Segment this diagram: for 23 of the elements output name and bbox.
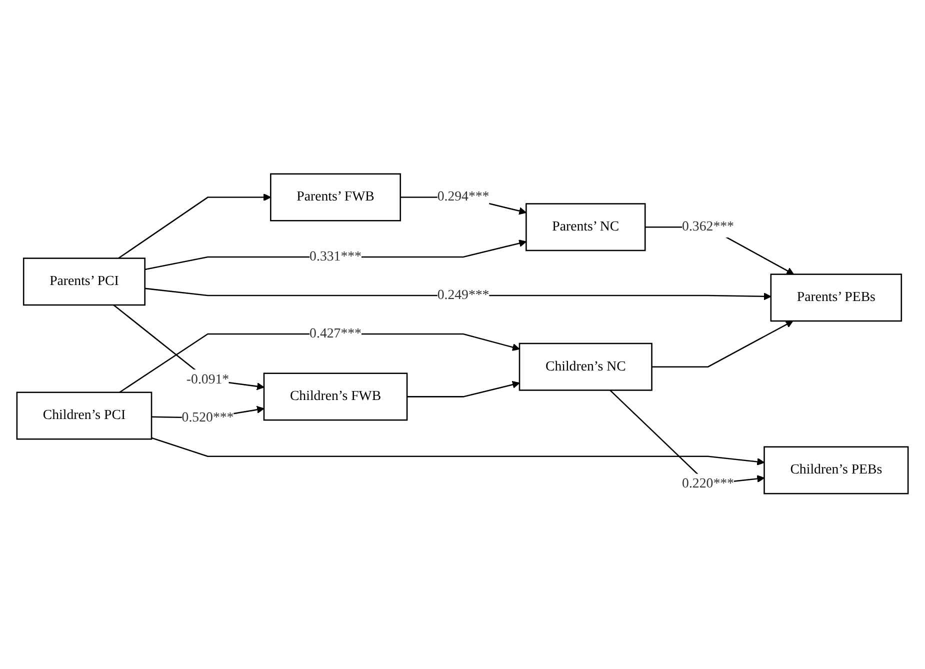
arrow <box>118 194 271 260</box>
edge-label: 0.294*** <box>437 190 490 205</box>
arrow <box>144 240 527 270</box>
edge-label: 0.520*** <box>182 410 234 426</box>
arrow <box>151 438 765 466</box>
node-box: Parents’ PEBs <box>770 274 902 322</box>
node-box: Children’s NC <box>518 343 652 392</box>
node-box: Children’s PCI <box>16 392 152 440</box>
arrow <box>144 288 772 301</box>
arrow <box>652 320 794 368</box>
node-box: Parents’ PCI <box>22 258 146 306</box>
node-box: Parents’ FWB <box>270 174 402 222</box>
edge-label: 0.220*** <box>682 476 734 492</box>
edge-label: 0.362*** <box>682 220 734 234</box>
node-box: Parents’ NC <box>526 203 646 252</box>
edge-label: 0.249*** <box>437 288 490 303</box>
arrow <box>407 381 520 398</box>
edge-label: 0.427*** <box>310 326 362 342</box>
edge-label: 0.331*** <box>310 250 362 264</box>
arrow <box>119 334 520 394</box>
node-box: Children’s PEBs <box>764 446 909 495</box>
node-box: Children’s FWB <box>263 373 408 422</box>
edge-label: -0.091* <box>186 372 230 388</box>
